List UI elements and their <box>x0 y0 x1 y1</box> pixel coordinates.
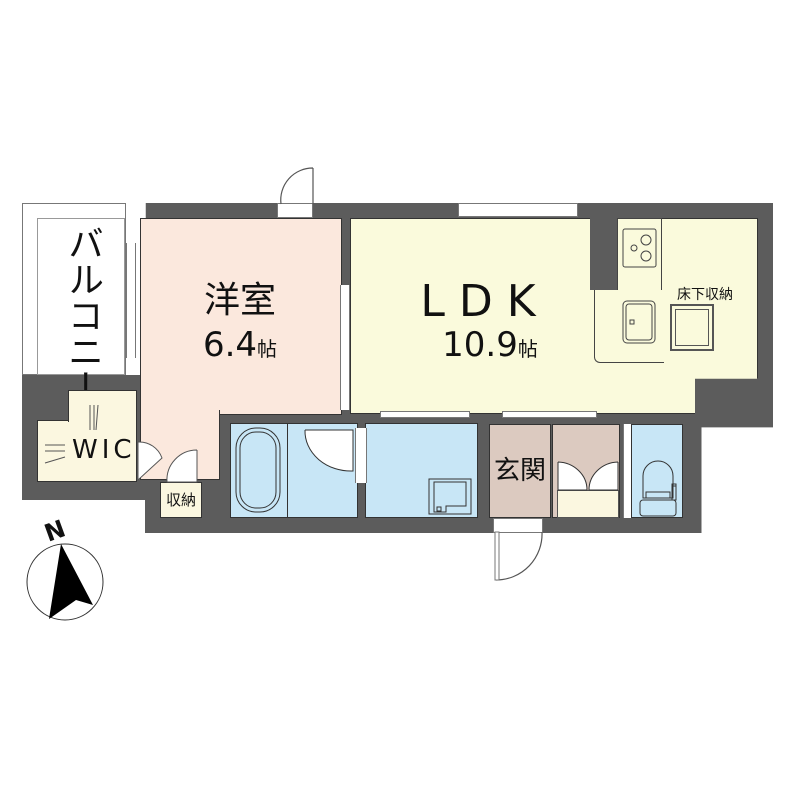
western-room-size: 6.4帖 <box>202 325 278 365</box>
door-swing-entrance[interactable] <box>494 531 544 582</box>
toilet <box>631 424 683 518</box>
bathroom-partition <box>287 423 288 518</box>
underfloor-storage-label: 床下収納 <box>677 287 733 303</box>
toilet-icon <box>639 460 677 517</box>
western-room <box>140 218 342 415</box>
hanger-rail-icon <box>44 404 99 464</box>
door-swing-storage <box>166 449 198 483</box>
balcony-window[interactable] <box>126 243 136 358</box>
western-room-window-top[interactable] <box>277 203 313 218</box>
western-room-label: 洋室 <box>203 280 276 321</box>
stove-icon <box>622 228 657 268</box>
underfloor-storage-hatch[interactable] <box>670 304 714 351</box>
balcony-inner <box>37 218 125 375</box>
partition-sliding-door[interactable] <box>340 285 350 410</box>
door-swing-bath <box>304 429 354 472</box>
entrance <box>489 424 551 518</box>
storage <box>160 482 202 518</box>
balcony-label: バルコニー <box>62 225 103 405</box>
door-swing-shoe-closet <box>557 461 619 491</box>
compass-north-arrow-icon <box>26 543 104 621</box>
door-swing-wic <box>137 441 163 482</box>
wic-upper <box>68 390 137 422</box>
storage-label: 収納 <box>165 491 196 509</box>
entrance-ldk-door[interactable] <box>502 411 597 418</box>
ldk <box>350 218 612 414</box>
ldk-size: 10.9帖 <box>442 325 538 365</box>
door-swing-western <box>280 167 314 205</box>
washroom-door[interactable] <box>355 428 367 483</box>
ldk-sliding-door-south[interactable] <box>380 411 470 418</box>
washroom <box>365 423 478 518</box>
bathtub-icon <box>235 427 281 513</box>
kitchen-wall-block <box>590 218 618 290</box>
washbasin-icon <box>428 478 472 515</box>
ldk-window-top[interactable] <box>458 203 578 217</box>
sink-icon <box>622 300 656 344</box>
ldk-label: LDK <box>420 276 550 327</box>
wic-label: WIC <box>72 435 136 465</box>
counter-ledge <box>594 290 664 363</box>
entrance-front-door-frame <box>493 518 543 533</box>
shoe-closet <box>557 490 619 518</box>
entrance-label: 玄関 <box>493 456 546 486</box>
